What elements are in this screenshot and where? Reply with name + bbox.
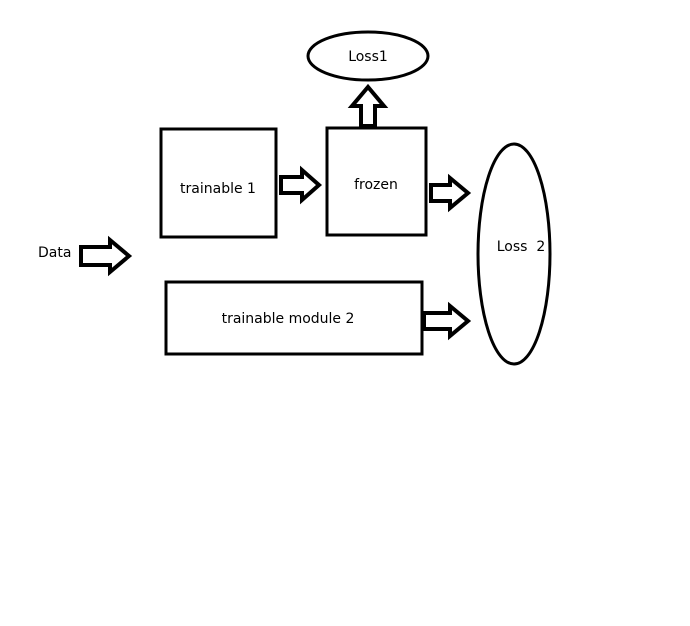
loss1-ellipse: [306, 30, 430, 82]
loss2-label: Loss 2: [497, 239, 546, 255]
trainable-1-box: [159, 127, 278, 239]
trainable-1-label: trainable 1: [180, 181, 256, 197]
arrow-frozen-to-loss2: [429, 173, 472, 213]
arrow-module2-to-loss2: [422, 301, 472, 341]
loss2-ellipse: [476, 142, 552, 366]
frozen-label: frozen: [354, 177, 398, 193]
arrow-trainable1-to-frozen: [279, 165, 323, 205]
arrow-frozen-to-loss1: [347, 83, 389, 128]
loss1-label: Loss1: [348, 49, 388, 65]
data-label: Data: [38, 245, 71, 261]
data-arrow: [79, 235, 133, 277]
trainable-module-2-label: trainable module 2: [222, 311, 355, 327]
